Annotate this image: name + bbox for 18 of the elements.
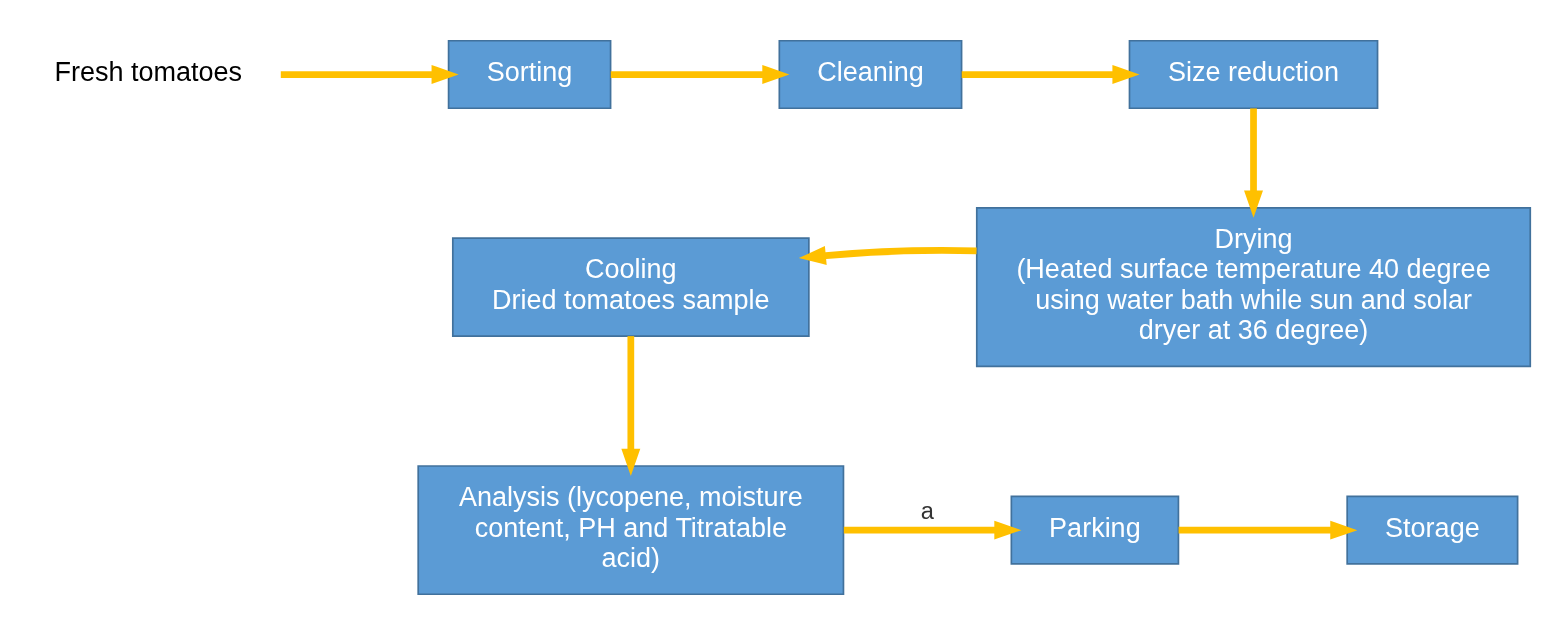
arrow xyxy=(1244,108,1263,218)
node-box: Parking xyxy=(1010,495,1180,565)
node-box: Size reduction xyxy=(1128,39,1379,110)
arrow xyxy=(610,65,790,84)
arrow xyxy=(280,65,459,84)
edge-label: a xyxy=(920,497,934,524)
node-box: Cleaning xyxy=(778,39,963,110)
arrow xyxy=(798,246,977,265)
node-text: Fresh tomatoes xyxy=(54,56,242,87)
node-box: Sorting xyxy=(447,39,612,110)
node-box: Cooling Dried tomatoes sample xyxy=(451,237,810,337)
arrow xyxy=(843,520,1022,540)
node-box: Storage xyxy=(1346,495,1519,565)
node-box: Analysis (lycopene, moisture content, PH and Titratable acid) xyxy=(417,465,845,596)
arrow xyxy=(1178,520,1358,540)
node-box: Drying (Heated surface temperature 40 degree using water bath while sun and solar dryer at 36 degree) xyxy=(975,206,1532,368)
arrow xyxy=(621,336,641,476)
arrow xyxy=(961,65,1140,84)
